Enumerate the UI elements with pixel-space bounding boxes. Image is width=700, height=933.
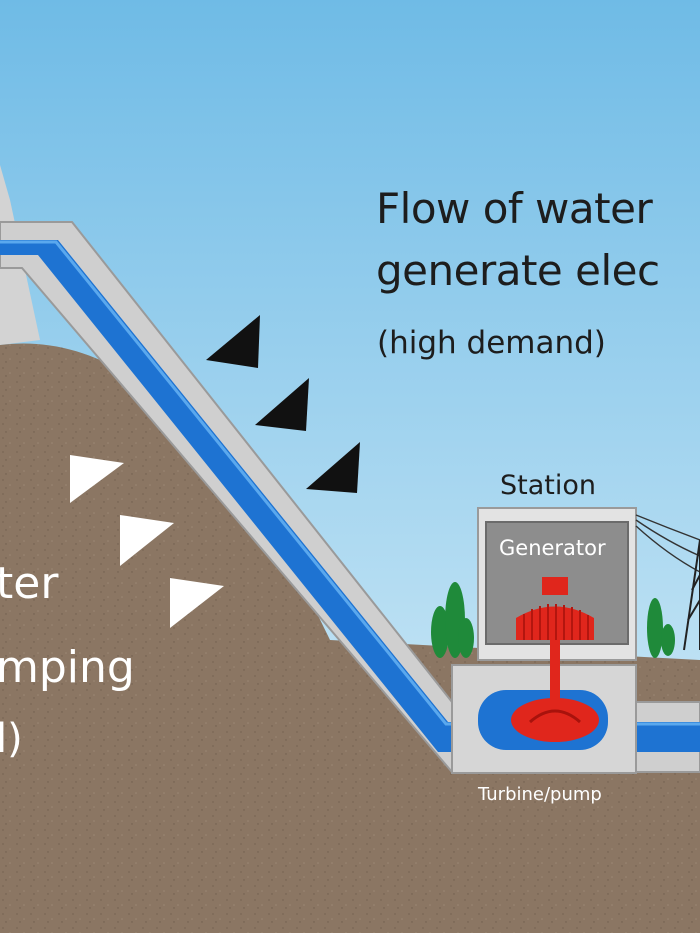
pump-title-line-1: ter	[0, 558, 59, 609]
generator-label: Generator	[499, 536, 606, 560]
flow-title-line-2: generate elec	[376, 246, 660, 295]
pump-arrow-light-2	[120, 515, 174, 566]
generator-fins	[523, 604, 589, 640]
ground-hill	[0, 343, 700, 933]
pump-arrow-light-1	[70, 455, 124, 503]
generator-top	[542, 577, 568, 595]
flow-arrow-dark-3	[306, 442, 360, 493]
pump-title-line-3: l)	[0, 716, 23, 762]
pump-title-line-2: mping	[0, 642, 135, 693]
water-pipe	[0, 240, 700, 752]
pump-arrow-light-3	[170, 578, 224, 628]
power-lines	[635, 514, 700, 573]
trees-right	[647, 598, 675, 658]
station-label: Station	[500, 470, 596, 501]
high-demand-label: (high demand)	[377, 325, 606, 361]
transmission-pylon	[683, 539, 700, 651]
turbine-pump-label: Turbine/pump	[478, 784, 602, 805]
penstock-casing	[0, 221, 700, 773]
flow-title-line-1: Flow of water	[376, 184, 653, 233]
flow-arrow-dark-1	[206, 315, 260, 368]
flow-arrow-dark-2	[255, 378, 309, 431]
turbine-swirl	[529, 709, 581, 724]
turbine-pump	[511, 698, 599, 742]
generator-shaft	[550, 640, 560, 710]
trees-left	[431, 582, 474, 658]
